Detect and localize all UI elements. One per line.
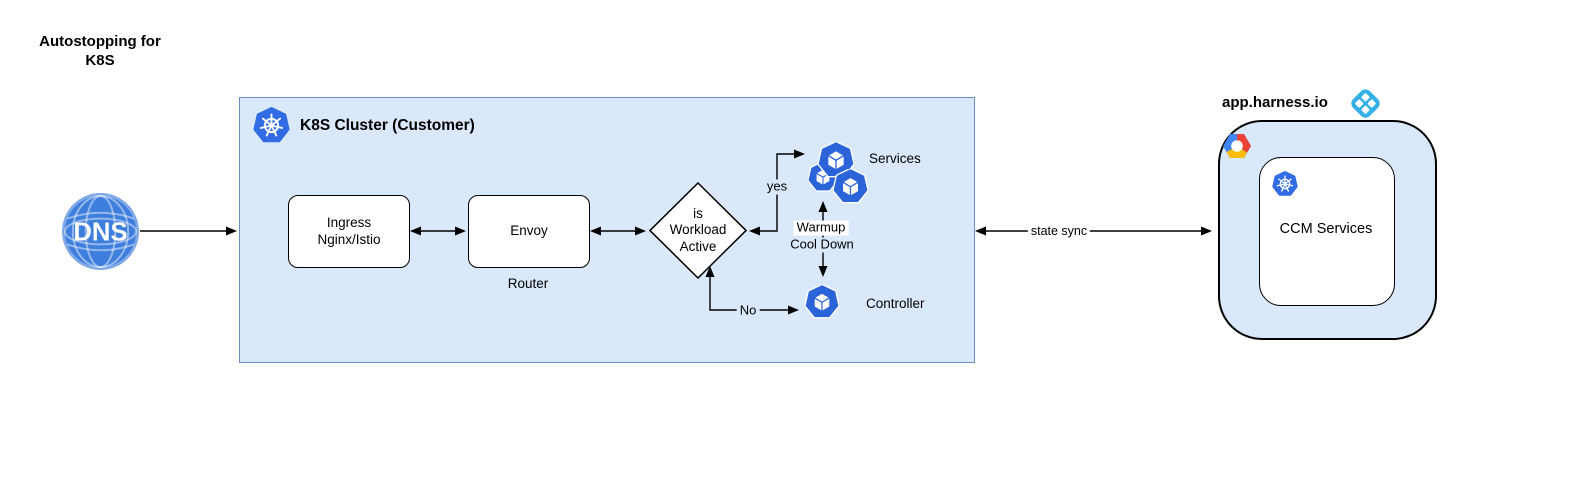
kubernetes-icon [253,107,290,143]
ccm-services-box [1259,157,1395,306]
ingress-node: Ingress Nginx/Istio [288,195,410,268]
decision-label: is Workload Active [669,205,727,254]
kubernetes-icon [1272,171,1298,196]
harness-title: app.harness.io [1222,94,1328,111]
cluster-title: K8S Cluster (Customer) [300,116,475,134]
edge-label-cooldown: Cool Down [787,237,857,253]
decision-diamond [649,182,747,279]
router-caption: Router [507,276,549,291]
edge-state-sync [975,226,1212,236]
controller-label: Controller [866,296,925,311]
harness-logo-icon [1351,89,1380,118]
edge-label-warmup: Warmup [793,220,849,236]
controller-pod-icon [805,285,839,319]
edge-dns-to-cluster [140,226,237,236]
ccm-services-label: CCM Services [1279,221,1373,237]
services-label: Services [869,151,921,166]
dns-label: DNS [73,218,127,246]
edge-label-state-sync: state sync [1027,223,1091,239]
page-title: Autostopping for K8S [39,33,161,69]
gcp-logo-icon [1223,134,1251,158]
pod-icon [833,169,868,204]
edge-label-yes: yes [763,179,791,195]
services-pods-group [804,141,870,205]
cluster-header: K8S Cluster (Customer) [253,107,475,144]
envoy-node: Envoy [468,195,590,268]
edge-label-no: No [736,303,760,319]
dns-globe-icon: DNS [61,192,140,271]
